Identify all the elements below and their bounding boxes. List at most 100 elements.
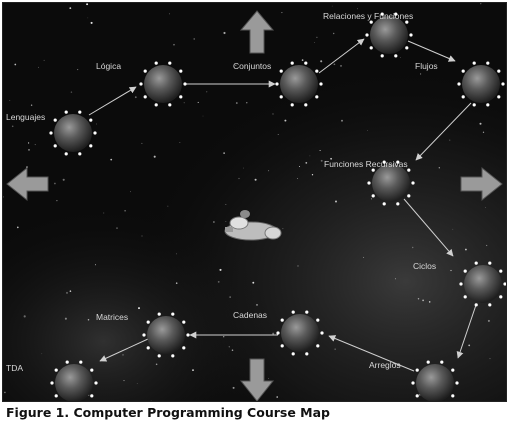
- star: [66, 291, 68, 294]
- orbit-dot: [90, 394, 94, 398]
- planet-conjuntos[interactable]: Conjuntos: [233, 61, 323, 107]
- orbit-dot: [171, 312, 175, 316]
- orbit-dot: [304, 61, 308, 65]
- orbit-dot: [139, 82, 143, 86]
- star: [153, 155, 156, 158]
- star: [452, 228, 454, 230]
- star: [141, 142, 143, 144]
- orbit-dot: [371, 194, 375, 198]
- left-arrow-icon[interactable]: [6, 166, 49, 202]
- orbit-dot: [93, 131, 97, 135]
- orbit-dot: [182, 346, 186, 350]
- star: [87, 17, 89, 19]
- star: [309, 155, 311, 157]
- star: [70, 91, 73, 93]
- star: [3, 196, 4, 198]
- planet-relaciones[interactable]: Relaciones y Funciones: [323, 11, 413, 58]
- orbit-dot: [94, 381, 98, 385]
- orbit-dot: [315, 95, 319, 99]
- spaceship-icon: [224, 210, 282, 241]
- star: [95, 264, 96, 266]
- star: [331, 5, 333, 7]
- star: [411, 246, 414, 249]
- orbit-dot: [291, 310, 295, 314]
- star: [4, 391, 6, 394]
- planet-lenguajes[interactable]: Lenguajes: [6, 110, 97, 156]
- orbit-dot: [440, 360, 444, 364]
- orbit-dot: [486, 103, 490, 107]
- planet-label-matrices: Matrices: [96, 312, 128, 322]
- planet-funciones-recursivas[interactable]: Funciones Recursivas: [324, 159, 415, 206]
- orbit-dot: [53, 144, 57, 148]
- star: [90, 21, 93, 24]
- orbit-dot: [319, 82, 323, 86]
- orbit-dot: [463, 295, 467, 299]
- star: [282, 228, 284, 230]
- orbit-dot: [157, 354, 161, 358]
- orbit-dot: [143, 69, 147, 73]
- orbit-dot: [50, 381, 54, 385]
- star: [14, 63, 17, 66]
- orbit-dot: [64, 152, 68, 156]
- planet-cadenas[interactable]: Cadenas: [233, 310, 324, 356]
- orbit-dot: [472, 103, 476, 107]
- orbit-dot: [367, 181, 371, 185]
- star: [122, 354, 124, 356]
- planet-ciclos[interactable]: Ciclos: [413, 261, 506, 307]
- up-arrow-icon[interactable]: [239, 10, 275, 54]
- orbit-dot: [53, 118, 57, 122]
- orbit-dot: [291, 352, 295, 356]
- star: [30, 104, 33, 106]
- star: [367, 129, 368, 131]
- planet-matrices[interactable]: Matrices: [96, 312, 190, 358]
- planet-logica[interactable]: Lógica: [96, 61, 187, 107]
- orbit-dot: [49, 131, 53, 135]
- star: [124, 209, 126, 212]
- orbit-dot: [396, 160, 400, 164]
- star: [301, 59, 304, 61]
- star: [53, 182, 56, 185]
- star: [246, 102, 248, 104]
- figure-caption: Figure 1. Computer Programming Course Ma…: [6, 405, 330, 420]
- orbit-dot: [316, 318, 320, 322]
- orbit-dot: [304, 103, 308, 107]
- star: [314, 42, 316, 43]
- star: [330, 157, 332, 160]
- orbit-dot: [382, 202, 386, 206]
- orbit-dot: [65, 360, 69, 364]
- orbit-dot: [320, 331, 324, 335]
- star: [77, 69, 79, 71]
- planet-label-conjuntos: Conjuntos: [233, 61, 271, 71]
- orbit-dot: [89, 144, 93, 148]
- planet-label-arreglos: Arreglos: [369, 360, 401, 370]
- orbit-dot: [182, 320, 186, 324]
- planet-label-funciones-recursivas: Funciones Recursivas: [324, 159, 408, 169]
- orbit-dot: [154, 61, 158, 65]
- planet-arreglos[interactable]: Arreglos: [369, 360, 459, 401]
- planet-tda[interactable]: TDA: [6, 360, 98, 402]
- orbit-dot: [54, 394, 58, 398]
- star: [138, 307, 140, 310]
- star: [272, 332, 275, 335]
- planet-flujos[interactable]: Flujos: [415, 61, 505, 107]
- star: [11, 125, 14, 128]
- orbit-dot: [380, 54, 384, 58]
- down-arrow-icon[interactable]: [239, 358, 275, 401]
- orbit-dot: [394, 54, 398, 58]
- orbit-dot: [275, 82, 279, 86]
- orbit-dot: [142, 333, 146, 337]
- star: [449, 139, 451, 141]
- orbit-dot: [146, 346, 150, 350]
- star: [363, 256, 365, 258]
- orbit-dot: [394, 12, 398, 16]
- star: [225, 204, 227, 205]
- star: [341, 119, 343, 122]
- right-arrow-icon[interactable]: [460, 166, 503, 202]
- path-matrices-tda: [99, 338, 149, 362]
- star: [487, 319, 490, 322]
- star: [297, 178, 298, 179]
- orbit-dot: [369, 46, 373, 50]
- orbit-dot: [279, 95, 283, 99]
- star: [422, 299, 424, 302]
- star: [223, 336, 225, 338]
